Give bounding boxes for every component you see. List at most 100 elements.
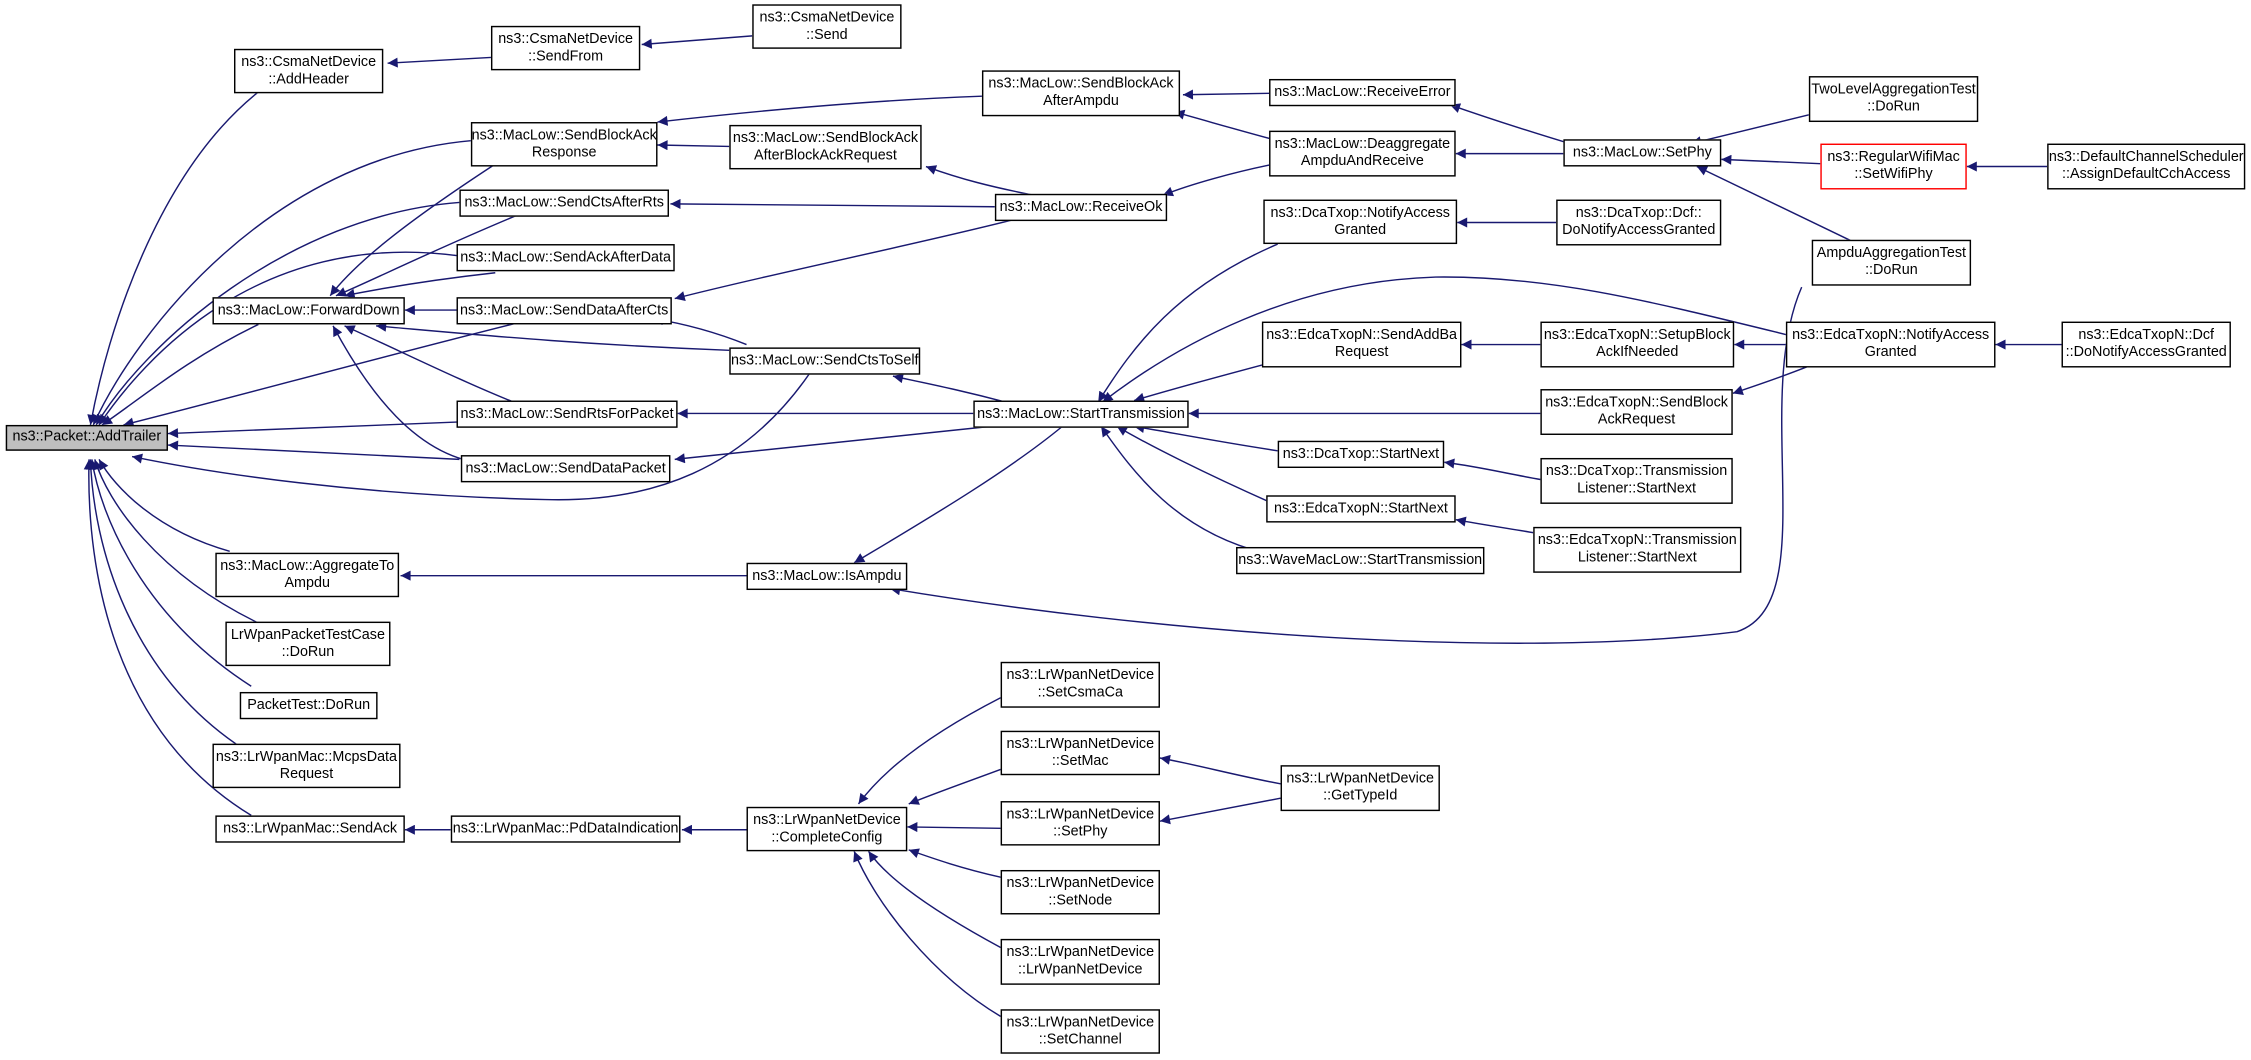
edge-dcatxop-notify-to-start-transmission	[1097, 243, 1278, 403]
edge-set-node-to-complete-config	[908, 848, 1001, 878]
edge-lrwpan-send-ack-to-add-trailer	[83, 459, 252, 817]
edge-send-blockack-response-to-add-trailer	[92, 139, 471, 426]
node-aggregate-to-ampdu[interactable]: ns3::MacLow::AggregateTo Ampdu	[215, 552, 400, 598]
node-ampdu-test[interactable]: AmpduAggregationTest ::DoRun	[1811, 239, 1972, 286]
edge-send-cts-after-rts-to-add-trailer	[95, 201, 460, 426]
edge-set-channel-to-complete-config	[853, 851, 1001, 1018]
edge-receive-ok-to-send-cts-after-rts	[670, 198, 995, 209]
edge-ampdu-test-to-is-ampdu	[889, 286, 1803, 644]
edge-send-blockack-response-to-forward-down	[329, 158, 503, 297]
edge-csma-send-from-to-csma-add-header	[387, 56, 492, 68]
edge-get-type-id-to-set-mac	[1159, 754, 1281, 785]
edge-packet-test-to-add-trailer	[88, 459, 252, 687]
edge-ampdu-test-to-set-phy	[1696, 165, 1853, 242]
edge-lrwpan-packet-test-to-add-trailer	[92, 459, 259, 624]
edge-send-blockack-after-ampdu-to-response	[657, 95, 982, 126]
node-dcatxop-start-next[interactable]: ns3::DcaTxop::StartNext	[1277, 440, 1445, 469]
node-set-mac[interactable]: ns3::LrWpanNetDevice ::SetMac	[1000, 730, 1160, 776]
node-csma-add-header[interactable]: ns3::CsmaNetDevice ::AddHeader	[234, 48, 384, 94]
node-dcatxop-notify[interactable]: ns3::DcaTxop::NotifyAccess Granted	[1263, 199, 1458, 245]
edge-lrwpan-ctor-to-complete-config	[867, 850, 1001, 949]
edge-send-data-packet-to-forward-down	[332, 325, 489, 465]
edge-aggregate-to-ampdu-to-add-trailer	[98, 459, 230, 552]
node-start-transmission[interactable]: ns3::MacLow::StartTransmission	[973, 400, 1189, 428]
node-set-wifi-phy[interactable]: ns3::RegularWifiMac ::SetWifiPhy	[1820, 143, 1967, 190]
node-deaggregate[interactable]: ns3::MacLow::Deaggregate AmpduAndReceive	[1269, 130, 1456, 177]
node-edca-dcf-do-notify[interactable]: ns3::EdcaTxopN::Dcf ::DoNotifyAccessGran…	[2061, 321, 2231, 368]
edge-edca-notify-to-start-transmission	[1102, 276, 1792, 403]
edge-receive-ok-to-send-blockack-after-bar	[925, 165, 1034, 196]
edge-two-level-test-to-set-phy	[1690, 114, 1810, 147]
edge-set-csmaca-to-complete-config	[857, 697, 1001, 805]
edge-edca-send-addba-to-start-transmission	[1133, 363, 1264, 403]
node-get-type-id[interactable]: ns3::LrWpanNetDevice ::GetTypeId	[1280, 765, 1440, 812]
edge-start-transmission-to-is-ampdu	[853, 425, 1063, 564]
node-send-ack-after-data[interactable]: ns3::MacLow::SendAckAfterData	[456, 244, 675, 272]
edge-set-mac-to-complete-config	[908, 768, 1001, 805]
edge-edca-start-next-to-start-transmission	[1116, 425, 1271, 504]
node-two-level-test[interactable]: TwoLevelAggregationTest ::DoRun	[1808, 76, 1979, 123]
node-lrwpan-packet-test[interactable]: LrWpanPacketTestCase ::DoRun	[225, 621, 391, 667]
edge-start-transmission-to-send-data-packet	[674, 425, 991, 464]
node-send-data-packet[interactable]: ns3::MacLow::SendDataPacket	[460, 455, 671, 483]
edge-dcatxop-start-next-to-start-transmission	[1134, 423, 1278, 452]
node-maclow-set-phy[interactable]: ns3::MacLow::SetPhy	[1563, 139, 1722, 167]
node-mcps-data-request[interactable]: ns3::LrWpanMac::McpsData Request	[212, 743, 401, 789]
node-dca-tx-listener[interactable]: ns3::DcaTxop::Transmission Listener::Sta…	[1540, 457, 1733, 504]
node-packet-test[interactable]: PacketTest::DoRun	[239, 691, 378, 720]
node-add-trailer: ns3::Packet::AddTrailer	[5, 424, 168, 451]
edge-edca-tx-listener-to-edca-start-next	[1455, 516, 1534, 534]
node-send-cts-to-self[interactable]: ns3::MacLow::SendCtsToSelf	[729, 347, 921, 375]
node-setup-block-ack[interactable]: ns3::EdcaTxopN::SetupBlock AckIfNeeded	[1540, 321, 1735, 368]
node-send-cts-after-rts[interactable]: ns3::MacLow::SendCtsAfterRts	[459, 189, 669, 217]
node-assign-cch[interactable]: ns3::DefaultChannelScheduler ::AssignDef…	[2047, 143, 2246, 190]
edge-send-data-packet-to-add-trailer	[167, 440, 460, 461]
node-edca-tx-listener[interactable]: ns3::EdcaTxopN::Transmission Listener::S…	[1533, 526, 1742, 573]
node-send-rts-for-packet[interactable]: ns3::MacLow::SendRtsForPacket	[456, 400, 678, 428]
node-set-csmaca[interactable]: ns3::LrWpanNetDevice ::SetCsmaCa	[1000, 661, 1160, 708]
edge-mcps-data-request-to-add-trailer	[85, 459, 245, 750]
edge-receive-ok-to-send-data-after-cts	[674, 217, 1020, 301]
node-lrwpan-ctor[interactable]: ns3::LrWpanNetDevice ::LrWpanNetDevice	[1000, 938, 1160, 985]
edge-send-data-after-cts-to-add-trailer	[123, 322, 517, 428]
edge-deaggregate-to-receive-ok	[1162, 164, 1270, 197]
edge-wave-start-transmission-to-start-transmission	[1100, 425, 1264, 554]
edge-send-ack-after-data-to-forward-down	[344, 272, 496, 299]
node-send-data-after-cts[interactable]: ns3::MacLow::SendDataAfterCts	[456, 297, 672, 325]
node-edca-notify[interactable]: ns3::EdcaTxopN::NotifyAccess Granted	[1785, 321, 1996, 368]
node-edca-start-next[interactable]: ns3::EdcaTxopN::StartNext	[1266, 495, 1456, 523]
edge-maclow-set-phy-to-receive-error	[1449, 103, 1580, 148]
node-lrwpan-send-ack[interactable]: ns3::LrWpanMac::SendAck	[215, 815, 405, 843]
edge-send-ack-after-data-to-add-trailer	[98, 251, 457, 426]
node-dcf-do-notify[interactable]: ns3::DcaTxop::Dcf:: DoNotifyAccessGrante…	[1556, 199, 1722, 246]
edge-send-cts-to-self-to-forward-down	[376, 321, 730, 352]
node-set-node[interactable]: ns3::LrWpanNetDevice ::SetNode	[1000, 869, 1160, 915]
node-receive-ok[interactable]: ns3::MacLow::ReceiveOk	[994, 193, 1168, 222]
node-set-phy-lr[interactable]: ns3::LrWpanNetDevice ::SetPhy	[1000, 801, 1160, 846]
edge-send-cts-to-self-to-add-trailer	[131, 359, 819, 501]
node-wave-start-transmission[interactable]: ns3::WaveMacLow::StartTransmission	[1236, 546, 1485, 575]
node-set-channel[interactable]: ns3::LrWpanNetDevice ::SetChannel	[1000, 1009, 1160, 1054]
node-pd-data-indication[interactable]: ns3::LrWpanMac::PdDataIndication	[450, 815, 681, 843]
edge-set-phy-lr-to-complete-config	[907, 822, 1001, 833]
node-receive-error[interactable]: ns3::MacLow::ReceiveError	[1269, 78, 1456, 107]
edge-edca-notify-to-send-block-ack-request	[1732, 365, 1810, 395]
edge-deaggregate-to-send-blockack-after-ampdu	[1174, 109, 1278, 142]
node-csma-send[interactable]: ns3::CsmaNetDevice ::Send	[752, 4, 902, 49]
edge-set-wifi-phy-to-set-phy	[1721, 154, 1821, 165]
node-forward-down[interactable]: ns3::MacLow::ForwardDown	[212, 297, 405, 325]
node-send-block-ack-request[interactable]: ns3::EdcaTxopN::SendBlock AckRequest	[1540, 389, 1733, 435]
node-send-blockack-response[interactable]: ns3::MacLow::SendBlockAck Response	[470, 122, 658, 167]
node-send-blockack-after-ampdu[interactable]: ns3::MacLow::SendBlockAck AfterAmpdu	[981, 70, 1181, 117]
node-send-blockack-after-bar[interactable]: ns3::MacLow::SendBlockAck AfterBlockAckR…	[729, 124, 922, 170]
edge-forward-down-to-add-trailer	[101, 323, 259, 426]
edge-send-rts-for-packet-to-add-trailer	[167, 421, 457, 439]
node-edca-send-addba[interactable]: ns3::EdcaTxopN::SendAddBa Request	[1261, 321, 1462, 368]
edge-send-blockack-after-bar-to-response	[657, 140, 730, 151]
node-complete-config[interactable]: ns3::LrWpanNetDevice ::CompleteConfig	[746, 806, 908, 852]
node-is-ampdu[interactable]: ns3::MacLow::IsAmpdu	[746, 562, 908, 591]
edge-receive-error-to-send-blockack-after-ampdu	[1182, 89, 1270, 100]
node-csma-send-from[interactable]: ns3::CsmaNetDevice ::SendFrom	[490, 25, 641, 71]
